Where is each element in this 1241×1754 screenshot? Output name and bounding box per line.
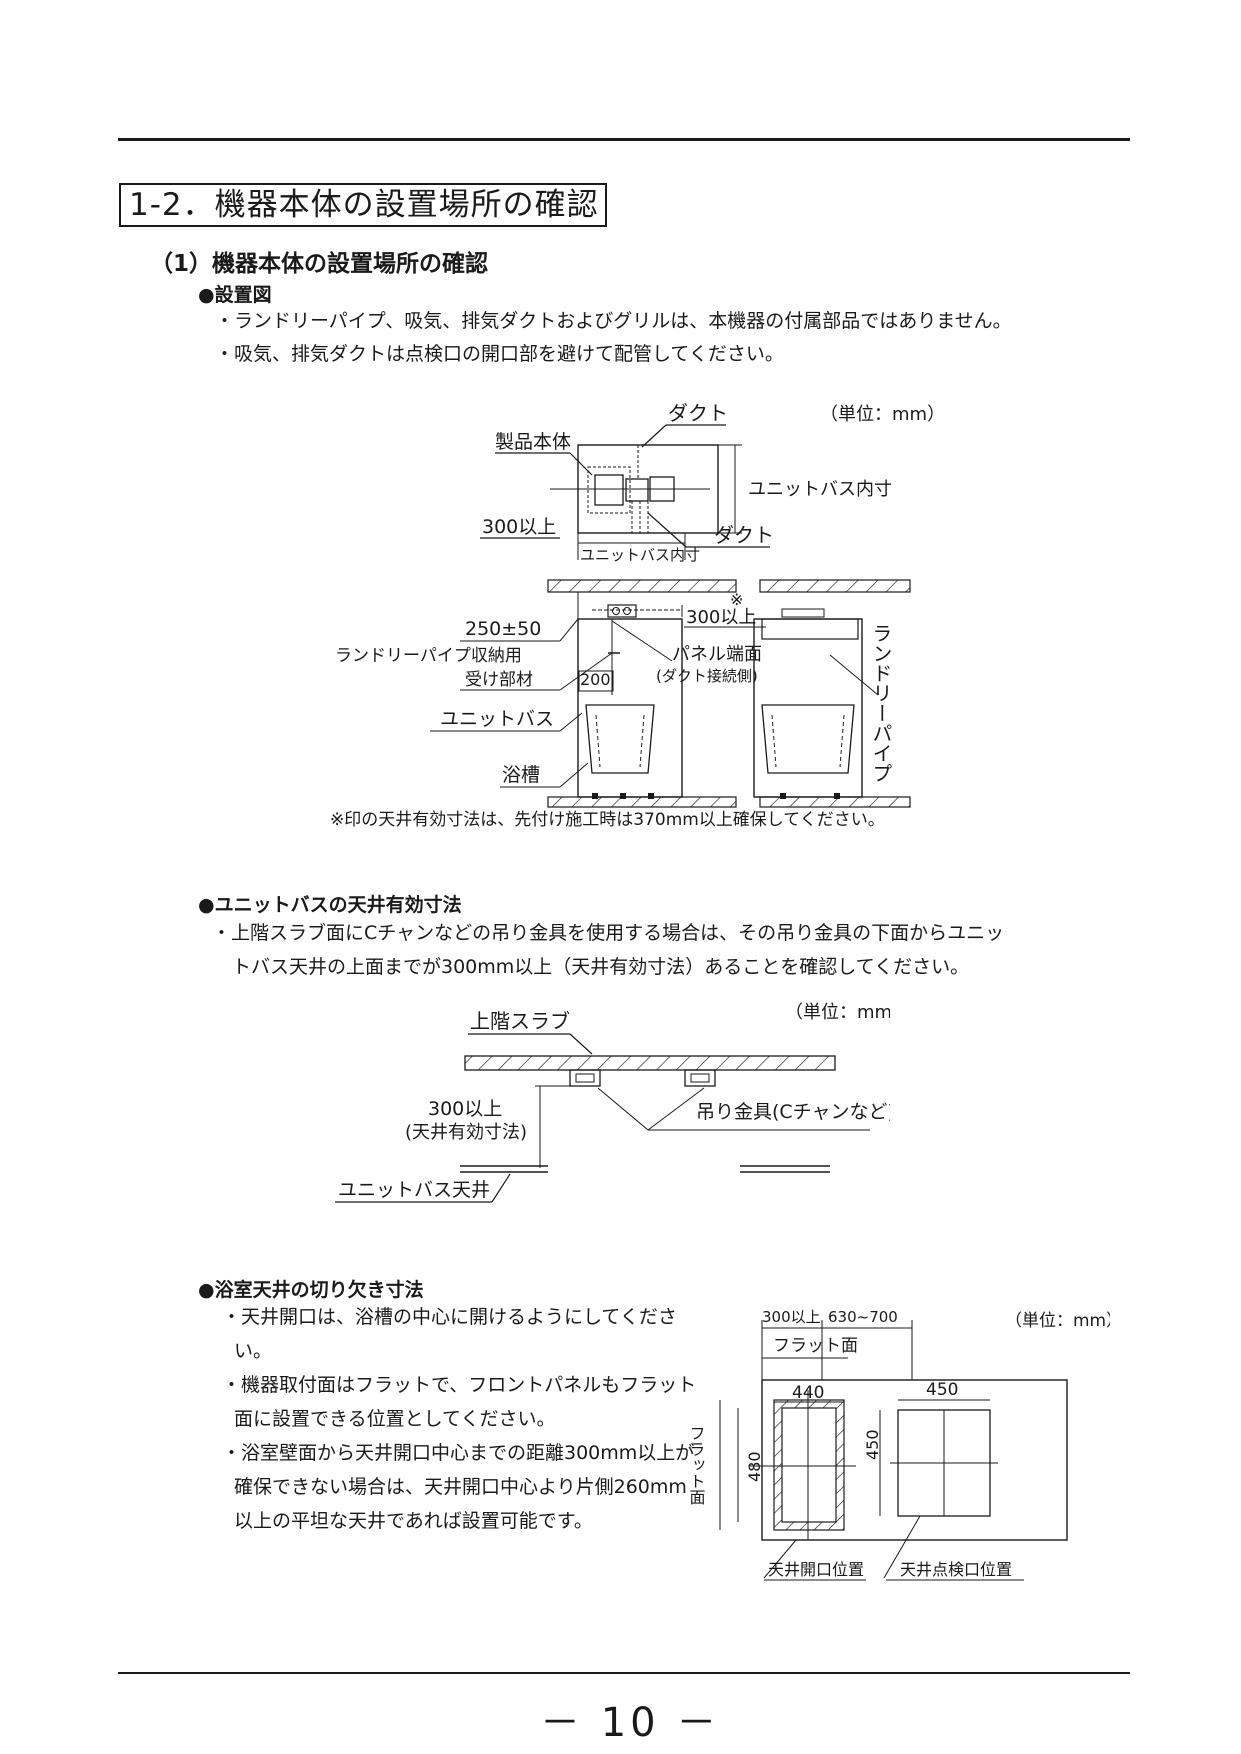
install-footnote: ※印の天井有効寸法は、先付け施工時は370mm以上確保してください。 — [330, 810, 885, 830]
bullet-icon: ● — [198, 1279, 215, 1301]
ceiling-effective-note-1: ・上階スラブ面にCチャンなどの吊り金具を使用する場合は、その吊り金具の下面からユ… — [212, 922, 1005, 944]
min300-right-label: 300以上 — [686, 607, 756, 628]
asterisk-label: ※ — [730, 590, 743, 609]
inspection-position-label: 天井点検口位置 — [900, 1560, 1012, 1579]
install-diagram: （単位：mm） ダクト 製品本体 ユニットバス内寸 300以上 ダクト ユニット… — [330, 401, 945, 830]
bottom-rule — [118, 1672, 1130, 1674]
cutout-unit-label: （単位：mm） — [1005, 1311, 1110, 1331]
product-body-label: 製品本体 — [495, 431, 571, 453]
duct-bottom-label: ダクト — [714, 523, 774, 547]
laundry-receiver-label: ランドリーパイプ収納用 — [335, 646, 522, 666]
install-heading-text: 設置図 — [214, 284, 272, 306]
upper-slab — [464, 1055, 836, 1071]
ceiling-effective-heading: ●ユニットバスの天井有効寸法 — [198, 890, 462, 917]
install-diagram-heading: ●設置図 — [198, 280, 272, 307]
ceiling-effective-note-2: トバス天井の上面までが300mm以上（天井有効寸法）あることを確認してください。 — [232, 956, 970, 978]
ceiling-effective-diagram: （単位：mm） 上階スラブ 300以上 (天井有効寸法) 吊り金具(Cチャンなど… — [335, 1002, 890, 1203]
top-rule — [118, 138, 1130, 141]
unit-label: （単位：mm） — [820, 404, 945, 425]
install-note-1: ・ランドリーパイプ、吸気、排気ダクトおよびグリルは、本機器の付属部品ではありませ… — [215, 310, 1012, 332]
ceiling-cutout-diagram: （単位：mm） 300以上 630~700 フラット面 440 450 450 … — [690, 1308, 1110, 1581]
bathtub-label: 浴槽 — [502, 764, 540, 786]
dim-250-label: 250±50 — [465, 618, 541, 640]
laundry-pipe-vertical-label: ランドリーパイプ — [869, 623, 893, 783]
ceiling-cutout-heading-text: 浴室天井の切り欠き寸法 — [214, 1279, 424, 1301]
min300-label: 300以上 — [482, 516, 556, 538]
panel-edge-label: パネル端面 — [672, 644, 762, 665]
unit-bath-label: ユニットバス — [440, 708, 554, 730]
flat-surface-vertical-label: フラット面 — [690, 1425, 706, 1505]
cutout-range-label: 630~700 — [828, 1308, 898, 1326]
ceiling-cutout-note-2: ・機器取付面はフラットで、フロントパネルもフラット面に設置できる位置としてくださ… — [222, 1374, 697, 1430]
duct-top-label: ダクト — [668, 401, 728, 425]
opening-position-label: 天井開口位置 — [768, 1560, 864, 1579]
ceiling-cutout-note-3: ・浴室壁面から天井開口中心までの距離300mm以上が確保できない場合は、天井開口… — [222, 1442, 695, 1532]
bullet-icon: ● — [198, 894, 215, 916]
section-title: 1-2．機器本体の設置場所の確認 — [119, 183, 607, 227]
dim-450-side-label: 450 — [863, 1429, 882, 1460]
subsection-title: （1）機器本体の設置場所の確認 — [150, 251, 489, 277]
unit-bath-ceiling-label: ユニットバス天井 — [338, 1179, 490, 1201]
dim-480-label: 480 — [745, 1451, 764, 1482]
unit-bath-inner-right: ユニットバス内寸 — [748, 479, 892, 500]
ceiling-cutout-note-1: ・天井開口は、浴槽の中心に開けるようにしてください。 — [222, 1306, 677, 1362]
upper-slab-label: 上階スラブ — [470, 1009, 570, 1033]
dim-200-label: 200 — [580, 670, 611, 689]
ceiling-effective-heading-text: ユニットバスの天井有効寸法 — [214, 894, 462, 916]
ceiling-outline — [761, 1379, 1068, 1541]
ceiling-cutout-heading: ●浴室天井の切り欠き寸法 — [198, 1275, 424, 1302]
install-note-2: ・吸気、排気ダクトは点検口の開口部を避けて配管してください。 — [215, 343, 784, 365]
bullet-icon: ● — [198, 284, 215, 306]
dim-450-top-label: 450 — [926, 1380, 958, 1400]
receiver-part-label: 受け部材 — [465, 670, 533, 690]
ceiling-unit-label: （単位：mm） — [785, 1002, 890, 1023]
ceiling-min300-label: 300以上 — [428, 1098, 502, 1120]
ceiling-effective-paren: (天井有効寸法) — [405, 1122, 527, 1143]
hanger-label: 吊り金具(Cチャンなど) — [696, 1101, 890, 1123]
unit-bath-inner-bottom: ユニットバス内寸 — [580, 546, 700, 564]
duct-connection-label: (ダクト接続側) — [656, 667, 758, 685]
page-number: － 10 － — [540, 1700, 721, 1746]
flat-surface-label: フラット面 — [773, 1336, 858, 1356]
cutout-min300-label: 300以上 — [762, 1308, 821, 1326]
